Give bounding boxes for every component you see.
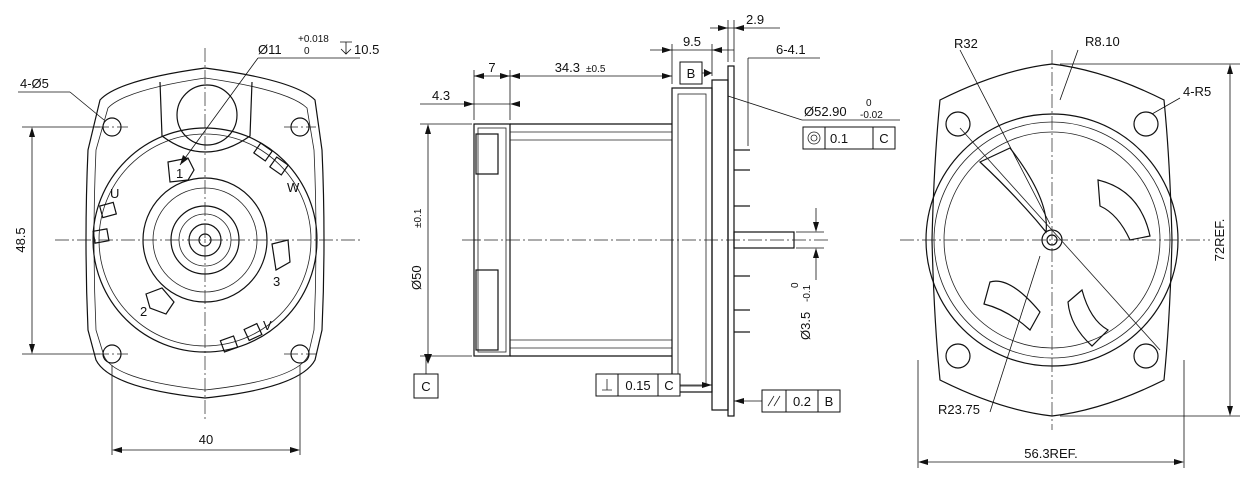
rear-view xyxy=(900,49,1240,468)
dia-pilot-tol-upper: 0 xyxy=(866,98,872,109)
terminal-pads xyxy=(92,142,290,353)
dia-50-tol: ±0.1 xyxy=(413,208,424,228)
parallel-value: 0.2 xyxy=(793,394,811,409)
bore-tol-lower: 0 xyxy=(304,46,310,57)
dim-2-9: 2.9 xyxy=(746,12,764,27)
dim-flange-7: 7 xyxy=(488,60,495,75)
sensor-label-3: 3 xyxy=(273,274,280,289)
perp-value: 0.15 xyxy=(625,378,650,393)
datum-c: C xyxy=(421,379,430,394)
bore-tol-upper: +0.018 xyxy=(298,34,329,45)
concentric-datum: C xyxy=(879,131,888,146)
front-view xyxy=(18,41,362,455)
rear-corner-holes xyxy=(945,111,1159,369)
dia-50: Ø50 xyxy=(409,265,424,290)
sensor-label-1: 1 xyxy=(176,166,183,181)
r32-label: R32 xyxy=(954,36,978,51)
phase-label-u: U xyxy=(110,186,119,201)
dim-length-tol: ±0.5 xyxy=(586,64,606,75)
shaft-tol-lower: -0.1 xyxy=(802,284,813,302)
hole-callout: 4-Ø5 xyxy=(20,76,49,91)
shaft-dia: Ø3.5 xyxy=(798,312,813,340)
dia-pilot-tol-lower: -0.02 xyxy=(860,110,883,121)
dim-length: 34.3 xyxy=(555,60,580,75)
height-ref: 72REF. xyxy=(1212,219,1227,262)
height-dim: 48.5 xyxy=(13,227,28,252)
concentric-value: 0.1 xyxy=(830,131,848,146)
impeller-blades xyxy=(978,147,1151,347)
bore-depth: 10.5 xyxy=(354,42,379,57)
dim-4-3: 4.3 xyxy=(432,88,450,103)
datum-b: B xyxy=(687,66,696,81)
dia-pilot: Ø52.90 xyxy=(804,104,847,119)
shaft-tol-upper: 0 xyxy=(790,282,801,288)
parallel-datum: B xyxy=(825,394,834,409)
width-ref: 56.3REF. xyxy=(1024,446,1077,461)
phase-label-v: V xyxy=(263,318,272,333)
r8-label: R8.10 xyxy=(1085,34,1120,49)
perp-datum: C xyxy=(664,378,673,393)
width-dim: 40 xyxy=(199,432,213,447)
dim-pins: 6-4.1 xyxy=(776,42,806,57)
sensor-label-2: 2 xyxy=(140,304,147,319)
sensor-pad-3 xyxy=(271,239,291,271)
sensor-pad-2 xyxy=(145,287,175,315)
bore-diameter: Ø11 xyxy=(258,42,282,57)
dim-9-5: 9.5 xyxy=(683,34,701,49)
phase-label-w: W xyxy=(287,180,300,195)
terminal-pins xyxy=(734,149,750,333)
r23-label: R23.75 xyxy=(938,402,980,417)
side-view xyxy=(413,20,900,417)
corner-radius-label: 4-R5 xyxy=(1183,84,1211,99)
